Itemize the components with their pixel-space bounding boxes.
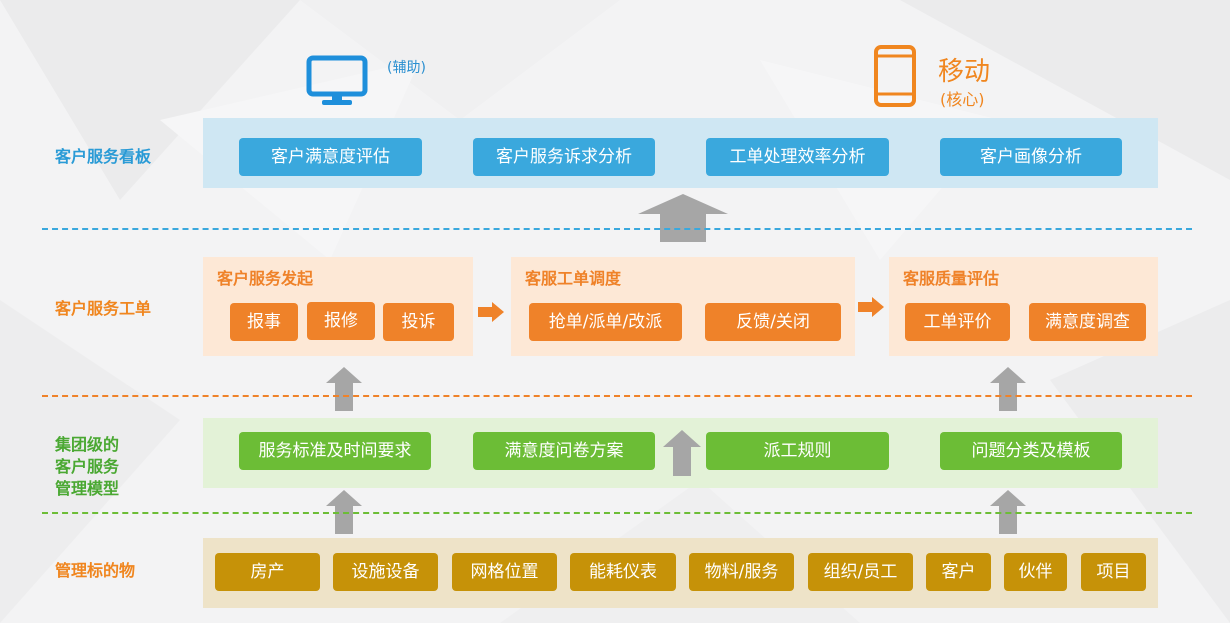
object-item[interactable]: 能耗仪表 <box>570 553 676 591</box>
mobile-phone-icon <box>874 45 916 107</box>
workorder-item[interactable]: 报事 <box>230 303 298 341</box>
row-label-model: 集团级的 客户服务 管理模型 <box>55 434 119 500</box>
object-item[interactable]: 客户 <box>926 553 991 591</box>
model-item[interactable]: 服务标准及时间要求 <box>239 432 431 470</box>
model-item[interactable]: 满意度问卷方案 <box>473 432 655 470</box>
divider-orange <box>42 395 1192 397</box>
workorder-item[interactable]: 反馈/关闭 <box>705 303 841 341</box>
divider-green <box>42 512 1192 514</box>
model-item[interactable]: 派工规则 <box>706 432 889 470</box>
mobile-note: (核心) <box>940 90 985 109</box>
workorder-item[interactable]: 投诉 <box>383 303 454 341</box>
row-label-objects: 管理标的物 <box>55 561 136 580</box>
monitor-icon <box>306 55 368 105</box>
row-label-line: 客户服务 <box>55 457 120 476</box>
object-item[interactable]: 物料/服务 <box>689 553 794 591</box>
object-item[interactable]: 房产 <box>215 553 320 591</box>
right-arrow-icon <box>478 302 504 322</box>
desktop-note: (辅助) <box>387 60 426 76</box>
workorder-item[interactable]: 报修 <box>307 302 375 340</box>
row-label-dashboard: 客户服务看板 <box>55 147 152 166</box>
workorder-item[interactable]: 工单评价 <box>905 303 1010 341</box>
row-label-line: 集团级的 <box>55 435 120 454</box>
panel-title: 客服工单调度 <box>525 269 622 288</box>
object-item[interactable]: 组织/员工 <box>808 553 913 591</box>
workorder-item[interactable]: 抢单/派单/改派 <box>529 303 682 341</box>
mobile-title: 移动 <box>938 57 991 87</box>
row-label-workorder: 客户服务工单 <box>55 299 152 318</box>
up-arrow-icon <box>990 367 1026 411</box>
dashboard-item[interactable]: 客户画像分析 <box>940 138 1122 176</box>
right-arrow-icon <box>858 297 884 317</box>
up-arrow-icon <box>638 194 728 242</box>
panel-title: 客服质量评估 <box>903 269 1000 288</box>
up-arrow-icon <box>663 430 701 476</box>
model-item[interactable]: 问题分类及模板 <box>940 432 1122 470</box>
row-label-line: 管理模型 <box>55 479 120 498</box>
object-item[interactable]: 网格位置 <box>452 553 557 591</box>
panel-title: 客户服务发起 <box>217 269 314 288</box>
dashboard-item[interactable]: 客户满意度评估 <box>239 138 422 176</box>
divider-blue <box>42 228 1192 230</box>
workorder-item[interactable]: 满意度调查 <box>1029 303 1146 341</box>
object-item[interactable]: 项目 <box>1081 553 1146 591</box>
object-item[interactable]: 伙伴 <box>1004 553 1067 591</box>
dashboard-item[interactable]: 工单处理效率分析 <box>706 138 889 176</box>
up-arrow-icon <box>326 367 362 411</box>
object-item[interactable]: 设施设备 <box>333 553 438 591</box>
dashboard-item[interactable]: 客户服务诉求分析 <box>473 138 655 176</box>
